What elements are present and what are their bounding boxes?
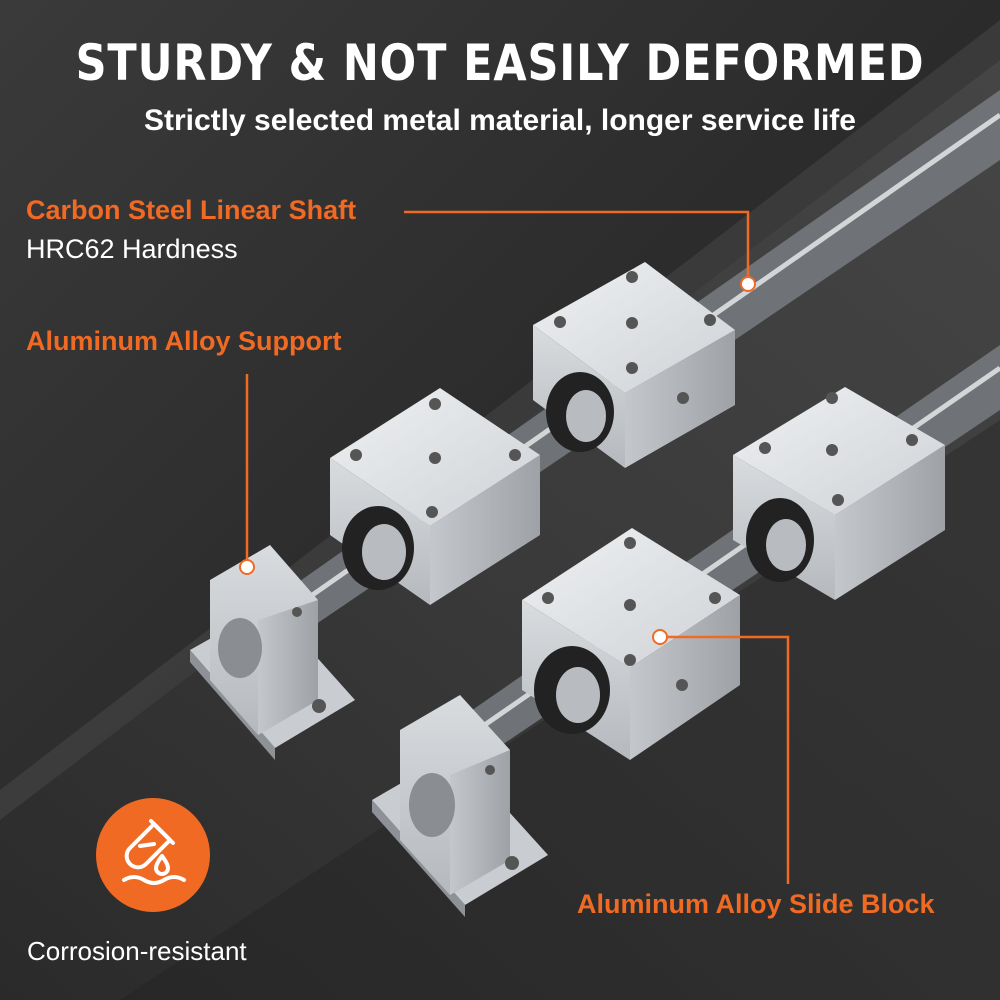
subheadline: Strictly selected metal material, longer…	[143, 104, 856, 137]
support-callout-title: Aluminum Alloy Support	[26, 326, 342, 356]
shaft-callout-title: Carbon Steel Linear Shaft	[26, 195, 357, 225]
corrosion-label: Corrosion-resistant	[27, 936, 247, 966]
test-tube-droplet-icon	[122, 819, 186, 885]
shaft-callout-subtitle: HRC62 Hardness	[26, 234, 238, 264]
slide-block-callout-title: Aluminum Alloy Slide Block	[577, 889, 935, 919]
headline: STURDY & NOT EASILY DEFORMED	[75, 34, 925, 92]
corrosion-badge	[96, 798, 210, 912]
